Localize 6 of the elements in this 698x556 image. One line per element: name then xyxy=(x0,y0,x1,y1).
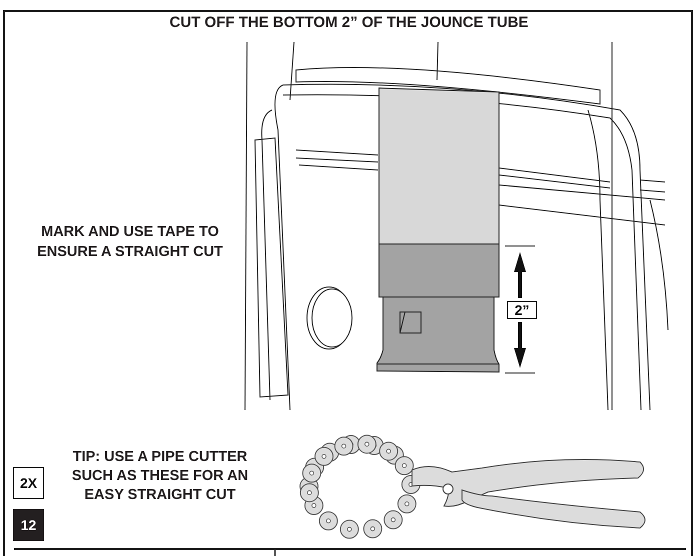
step-number: 12 xyxy=(13,509,44,541)
instruction-note: MARK AND USE TAPE TO ENSURE A STRAIGHT CUT xyxy=(36,223,224,262)
title: CUT OFF THE BOTTOM 2” OF THE JOUNCE TUBE xyxy=(168,14,530,31)
dimension-value: 2” xyxy=(507,301,537,319)
tip-note: TIP: USE A PIPE CUTTER SUCH AS THESE FOR AN EASY STRAIGHT CUT xyxy=(70,448,250,505)
quantity-badge: 2X xyxy=(13,467,44,499)
